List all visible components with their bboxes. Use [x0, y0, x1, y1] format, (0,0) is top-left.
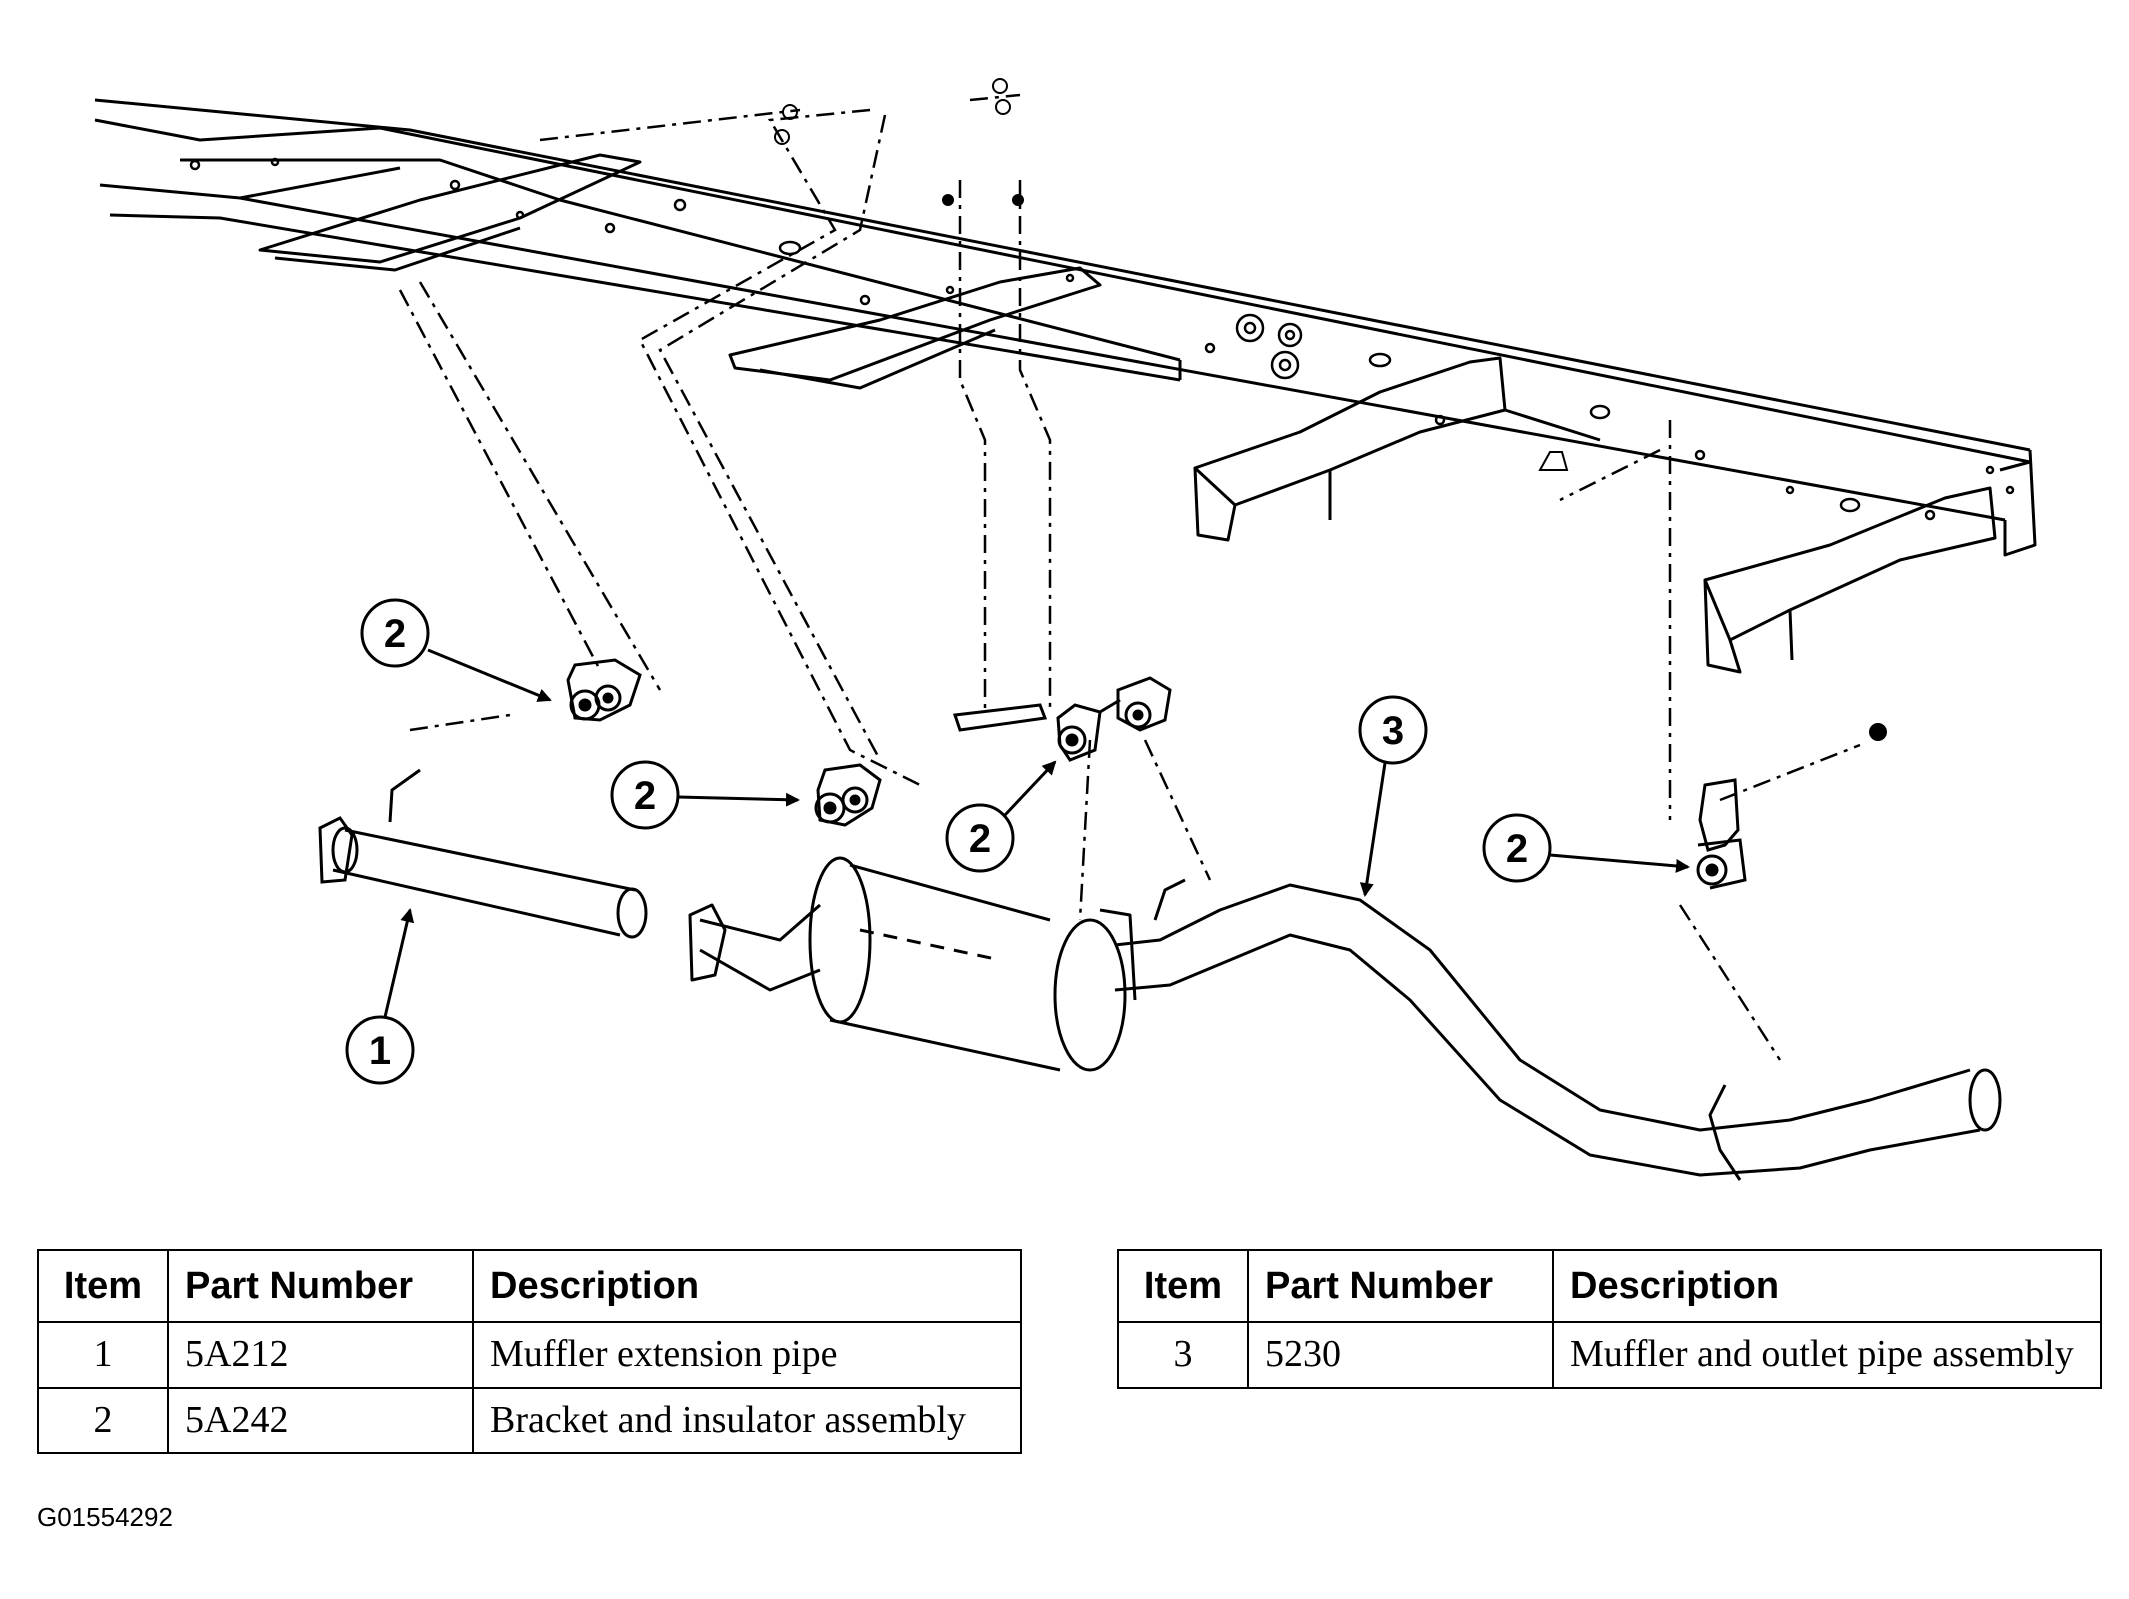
cell-item: 3: [1117, 1321, 1249, 1389]
cell-description: Bracket and insulator assembly: [472, 1386, 1022, 1455]
vehicle-frame: [94, 98, 2037, 674]
exhaust-system-diagram: 2 2 2 3 2 1: [94, 78, 2037, 1181]
column-header-part-number: Part Number: [167, 1249, 474, 1323]
cell-part-number: 5230: [1247, 1321, 1554, 1389]
bracket-insulator-2: [814, 763, 882, 827]
column-header-description: Description: [1552, 1249, 2102, 1323]
cell-description: Muffler extension pipe: [472, 1321, 1022, 1389]
table-row: 1 5A212 Muffler extension pipe: [37, 1321, 1022, 1389]
callout-label: 2: [384, 612, 406, 656]
table-row: 3 5230 Muffler and outlet pipe assembly: [1117, 1321, 2102, 1389]
table-header-row: Item Part Number Description: [1117, 1249, 2102, 1323]
table-row: 2 5A242 Bracket and insulator assembly: [37, 1386, 1022, 1455]
callout-2-b: 2: [610, 760, 800, 830]
table-header-row: Item Part Number Description: [37, 1249, 1022, 1323]
column-header-item: Item: [1117, 1249, 1249, 1323]
parts-table-left: Item Part Number Description 1 5A212 Muf…: [37, 1249, 1022, 1455]
cell-part-number: 5A242: [167, 1386, 474, 1455]
callout-label: 3: [1382, 709, 1404, 753]
bracket-insulator-3: [952, 676, 1172, 762]
cell-item: 1: [37, 1321, 169, 1389]
mounting-lines: [398, 93, 1861, 1061]
column-header-item: Item: [37, 1249, 169, 1323]
callout-2-d: 2: [1482, 813, 1690, 883]
callout-2-c: 2: [945, 760, 1057, 873]
cell-item: 2: [37, 1386, 169, 1455]
parts-table-right: Item Part Number Description 3 5230 Muff…: [1117, 1249, 2102, 1389]
cell-part-number: 5A212: [167, 1321, 474, 1389]
figure-id: G01554292: [37, 1502, 173, 1532]
bracket-insulator-1: [566, 658, 642, 722]
callout-1: 1: [345, 908, 415, 1085]
callout-3: 3: [1358, 695, 1428, 897]
column-header-description: Description: [472, 1249, 1022, 1323]
callout-label: 2: [1506, 827, 1528, 871]
fasteners: [774, 78, 1887, 741]
frame-holes: [189, 157, 2015, 521]
callout-label: 1: [369, 1029, 391, 1073]
muffler-extension-pipe: [318, 768, 648, 939]
callout-label: 2: [634, 774, 656, 818]
bracket-insulator-4: [1696, 778, 1747, 890]
callout-label: 2: [969, 817, 991, 861]
column-header-part-number: Part Number: [1247, 1249, 1554, 1323]
callout-2-a: 2: [360, 598, 552, 702]
muffler-outlet-pipe-assembly: [688, 856, 2002, 1181]
cell-description: Muffler and outlet pipe assembly: [1552, 1321, 2102, 1389]
